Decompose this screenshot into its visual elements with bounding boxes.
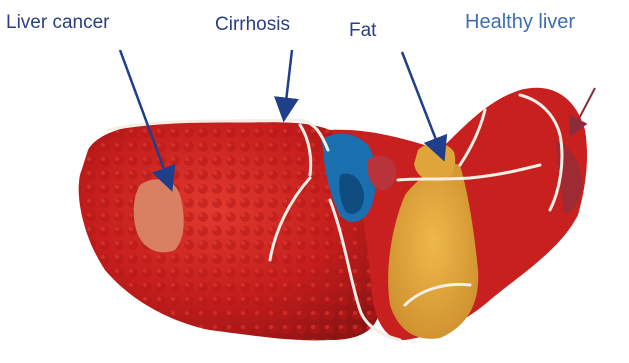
cirrhosis-arrow	[285, 50, 292, 110]
label-healthy-liver: Healthy liver	[465, 12, 575, 32]
healthy-liver-arrow	[574, 88, 595, 128]
label-liver-cancer: Liver cancer	[6, 13, 110, 32]
fat-arrow	[402, 52, 440, 150]
label-fat: Fat	[349, 21, 376, 40]
label-cirrhosis: Cirrhosis	[215, 15, 290, 34]
